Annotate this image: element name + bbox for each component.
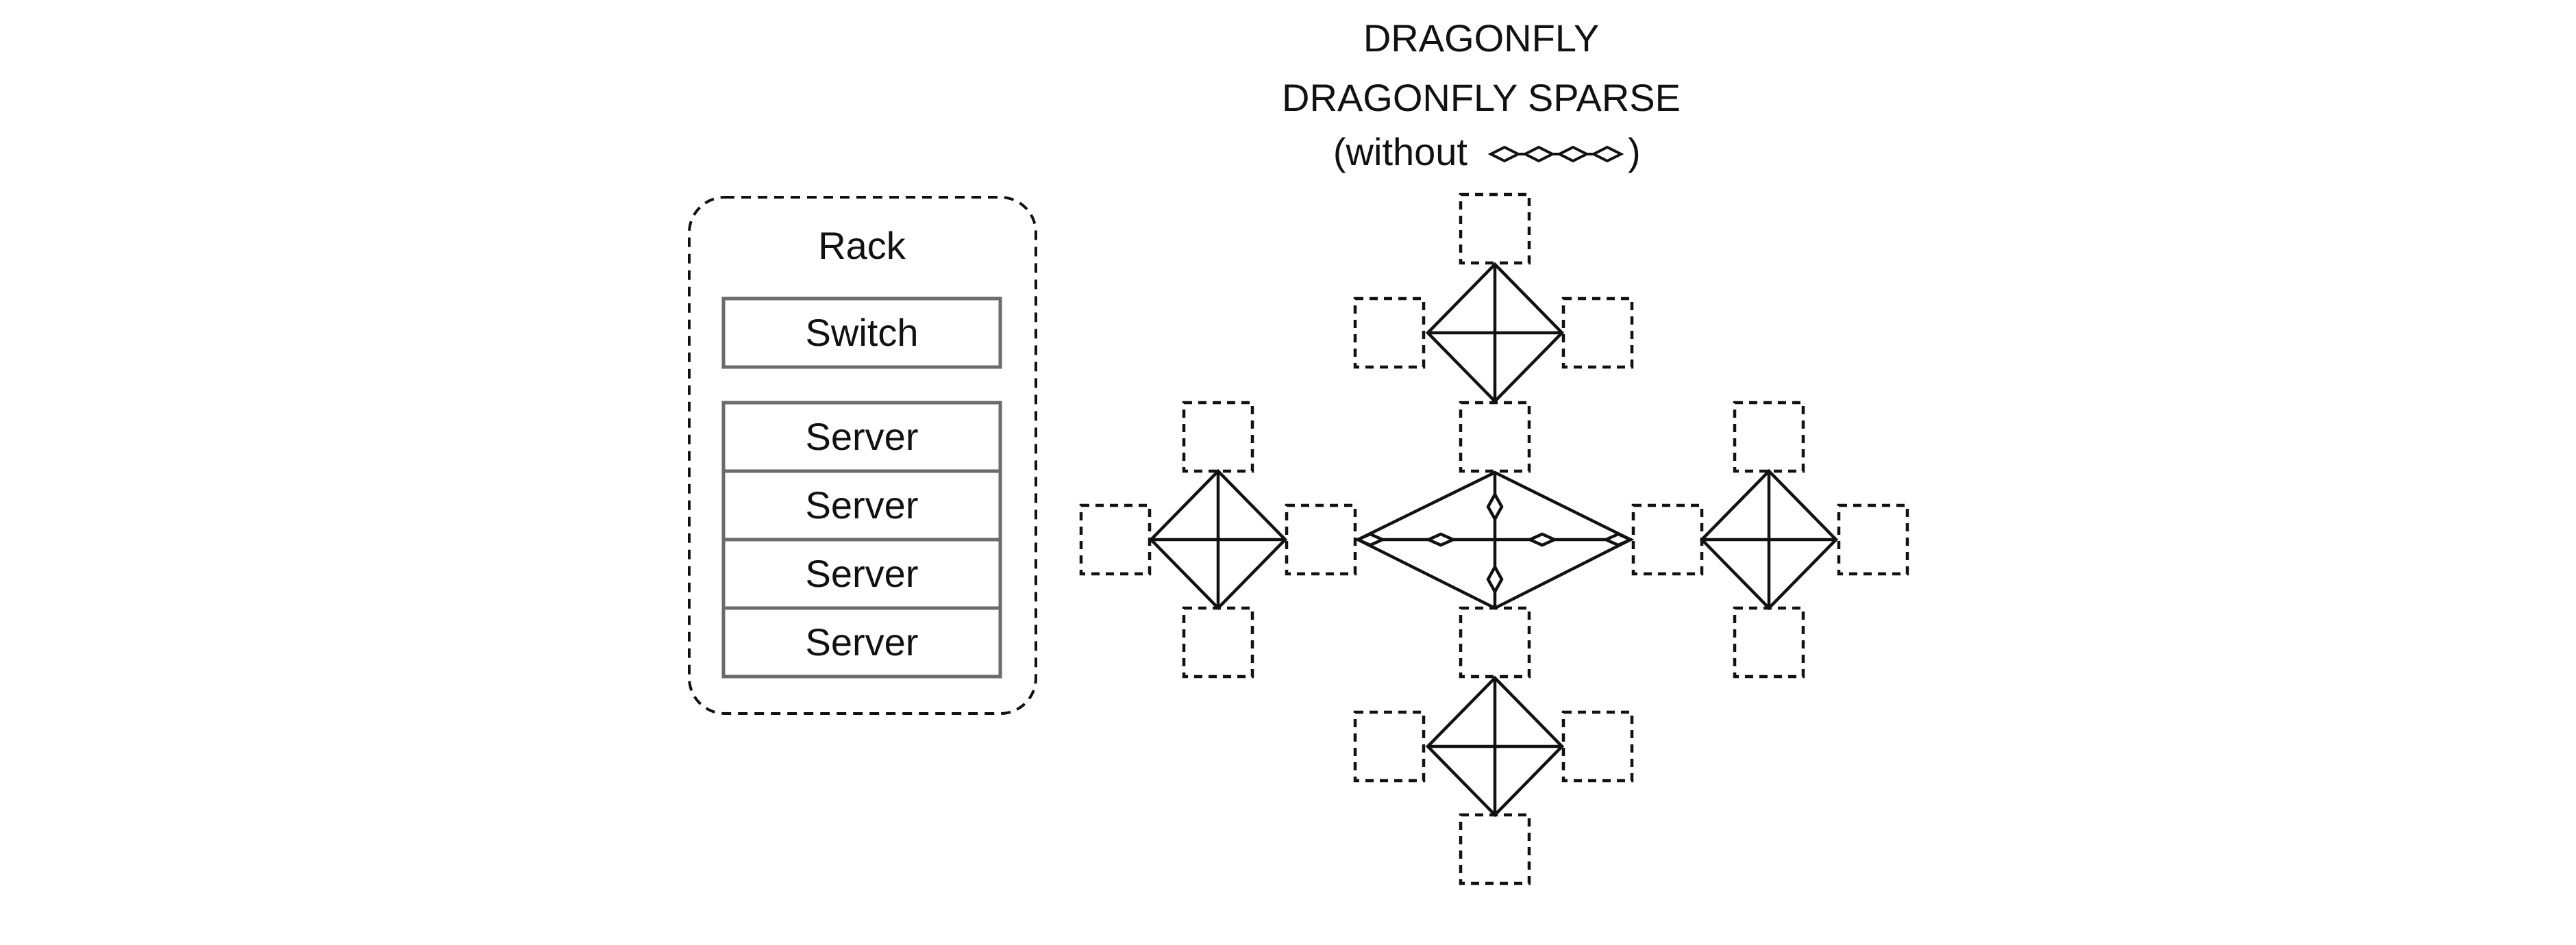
rack-node (1733, 606, 1805, 679)
rack-node (1631, 503, 1704, 576)
diamond-link-chain-icon (1487, 145, 1624, 163)
title-dragonfly-sparse: DRAGONFLY SPARSE (1282, 76, 1681, 119)
rack-label: Rack (818, 224, 906, 267)
rack-node (1733, 401, 1805, 473)
rack-node (1079, 503, 1152, 576)
switch-box (721, 297, 1002, 369)
server-box (721, 469, 1002, 542)
title-without-suffix: ) (1628, 130, 1641, 173)
server-box (721, 538, 1002, 610)
rack-node (1353, 297, 1426, 369)
server-box (721, 401, 1002, 473)
server-label: Server (806, 552, 919, 595)
group-bottom (1353, 675, 1634, 885)
server-label: Server (806, 415, 919, 458)
link-marker-icon (1486, 564, 1504, 595)
topology (1079, 192, 1909, 885)
group-right (1631, 401, 1909, 679)
rack-node (1561, 710, 1634, 783)
group-center (1354, 401, 1635, 679)
link-marker-icon (1526, 532, 1559, 547)
server-label: Server (806, 483, 919, 527)
rack-node (1459, 401, 1531, 473)
rack-node (1182, 401, 1254, 473)
rack-node (1459, 813, 1531, 885)
link-marker-icon (1486, 491, 1504, 522)
title-block: DRAGONFLY DRAGONFLY SPARSE (without ) (1282, 16, 1681, 173)
rack-node (1459, 606, 1531, 679)
switch-label: Switch (806, 311, 919, 354)
rack-node (1459, 192, 1531, 265)
rack-node (1285, 503, 1357, 576)
sparse-link-markers (1354, 491, 1635, 595)
server-label: Server (806, 620, 919, 664)
link-marker-icon (1354, 532, 1387, 547)
group-top (1353, 192, 1634, 404)
link-marker-icon (1602, 532, 1635, 547)
rack-outline (688, 196, 1037, 715)
rack-node (1561, 297, 1634, 369)
rack-node (1837, 503, 1909, 576)
title-without-prefix: (without (1333, 130, 1468, 173)
rack-node (1182, 606, 1254, 679)
group-left (1079, 401, 1357, 679)
server-box (721, 606, 1002, 679)
link-marker-icon (1424, 532, 1457, 547)
rack-legend: Rack Switch Server Server Server Server (688, 196, 1037, 715)
title-dragonfly: DRAGONFLY (1363, 16, 1599, 60)
rack-node (1353, 710, 1426, 783)
